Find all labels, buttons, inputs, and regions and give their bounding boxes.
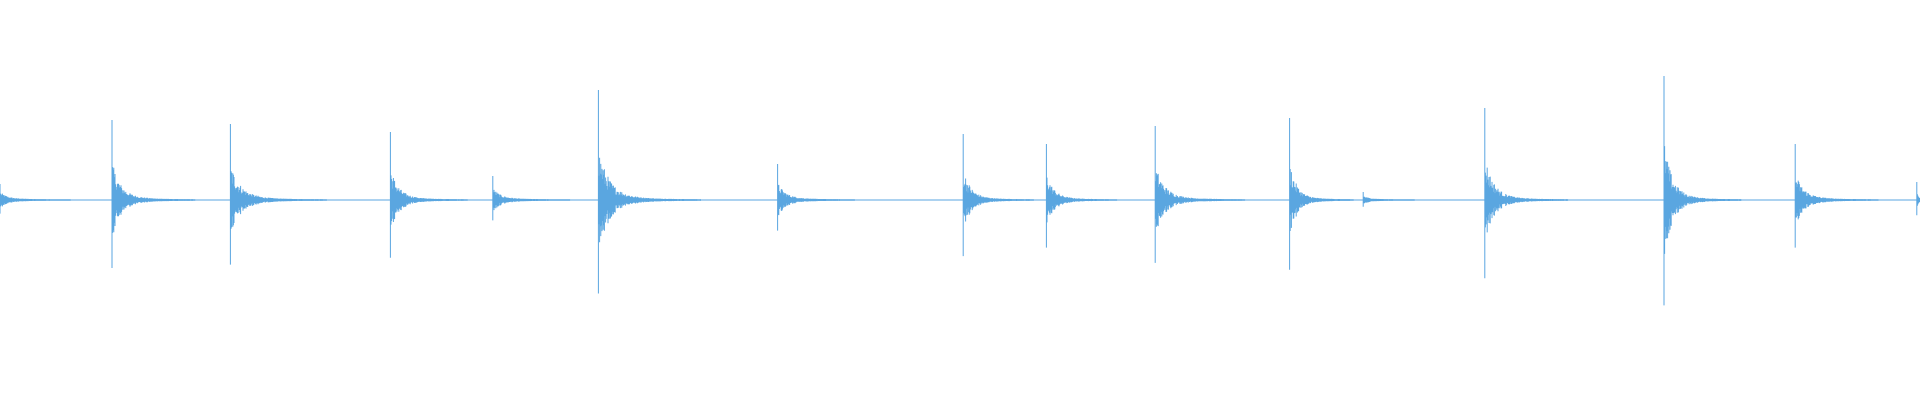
transient-14	[1663, 76, 1742, 306]
transient-envelope	[597, 90, 701, 294]
transient-layer	[0, 76, 1920, 306]
transient-envelope	[962, 134, 1034, 257]
transient-3	[229, 124, 327, 265]
transient-envelope	[1289, 118, 1354, 270]
transient-envelope	[1045, 144, 1118, 248]
transient-envelope	[229, 124, 327, 265]
transient-4	[389, 132, 468, 258]
transient-5	[492, 176, 571, 221]
transient-11	[1289, 118, 1354, 270]
transient-7	[777, 164, 855, 231]
transient-envelope	[1362, 192, 1415, 207]
transient-envelope	[0, 184, 71, 214]
transient-10	[1154, 126, 1246, 263]
transient-envelope	[1154, 126, 1246, 263]
transient-2	[111, 120, 196, 268]
transient-envelope	[492, 176, 571, 221]
transient-12	[1362, 192, 1415, 207]
transient-9	[1045, 144, 1118, 248]
transient-envelope	[1484, 108, 1569, 279]
transient-1	[0, 184, 71, 214]
transient-envelope	[777, 164, 855, 231]
transient-15	[1794, 144, 1879, 248]
transient-envelope	[111, 120, 196, 268]
transient-envelope	[389, 132, 468, 258]
transient-16	[1916, 182, 1920, 216]
transient-8	[962, 134, 1034, 257]
transient-6	[597, 90, 701, 294]
transient-13	[1484, 108, 1569, 279]
transient-envelope	[1794, 144, 1879, 248]
transient-envelope	[1916, 182, 1920, 216]
transient-envelope	[1663, 76, 1742, 306]
